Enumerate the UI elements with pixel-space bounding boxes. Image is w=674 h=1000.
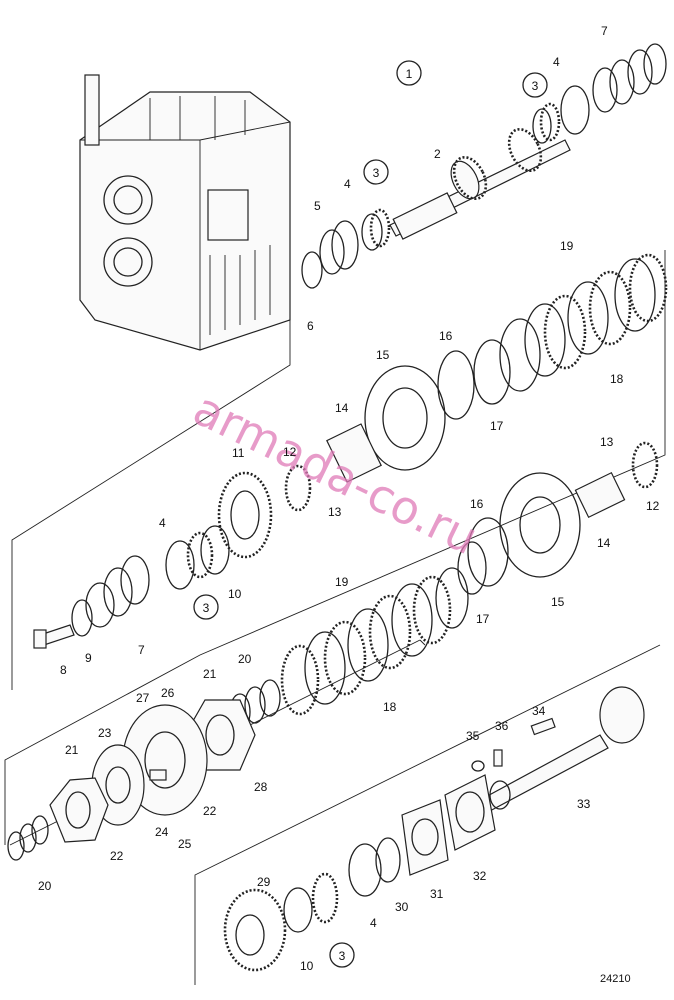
callout: 22 [110,849,124,863]
callout: 13 [600,435,614,449]
callout: 21 [203,667,217,681]
svg-text:3: 3 [373,166,380,180]
shaft-assembly-1 [301,43,667,289]
callout: 14 [597,536,611,550]
callout: 17 [476,612,490,626]
callout-circle-3: 3 [522,72,548,98]
callout-circle-1: 1 [396,60,422,86]
callout: 7 [601,24,608,38]
callout: 12 [283,445,297,459]
callout: 4 [370,916,377,930]
callout: 30 [395,900,409,914]
assembly-frames [4,130,666,985]
callout: 6 [307,319,314,333]
selector-assembly [7,679,281,861]
callout: 35 [466,729,480,743]
callout: 4 [159,516,166,530]
svg-text:3: 3 [203,601,210,615]
callout: 4 [553,55,560,69]
clutch-pack-upper [217,253,668,559]
callout: 22 [203,804,217,818]
callout: 11 [232,446,245,460]
callout: 19 [560,239,574,253]
callout: 36 [495,719,509,733]
callout: 19 [335,575,349,589]
figure-reference: 24210 [600,973,631,985]
callout: 18 [610,372,624,386]
callout: 13 [328,505,342,519]
callout: 20 [238,652,252,666]
circled-callouts: 1 3 3 3 3 [193,60,548,968]
callout: 31 [430,887,444,901]
callout: 25 [178,837,192,851]
callout: 9 [85,651,92,665]
svg-text:3: 3 [532,79,539,93]
callout-circle-3: 3 [329,942,355,968]
callout: 27 [136,691,150,705]
gearbox-housing [79,74,291,351]
callout: 28 [254,780,268,794]
callout: 33 [577,797,591,811]
callout: 24 [155,825,169,839]
callout: 17 [490,419,504,433]
callout: 8 [60,663,67,677]
callout: 7 [138,643,145,657]
callout: 23 [98,726,112,740]
clutch-pack-lower [280,567,469,716]
callout: 12 [646,499,660,513]
callout: 10 [228,587,242,601]
callout: 20 [38,879,52,893]
callout: 4 [344,177,351,191]
shaft-stack-left [33,525,230,649]
callout-numbers: 2 4 4 4 4 5 6 7 7 8 9 10 10 11 12 12 13 … [38,24,660,973]
callout-circle-3: 3 [363,159,389,185]
shaft-assembly-2 [457,441,659,595]
callout: 16 [439,329,453,343]
callout: 16 [470,497,484,511]
svg-text:1: 1 [406,67,413,81]
callout: 26 [161,686,175,700]
callout: 14 [335,401,349,415]
callout: 21 [65,743,79,757]
callout: 15 [551,595,565,609]
callout: 15 [376,348,390,362]
callout: 18 [383,700,397,714]
callout: 2 [434,147,441,161]
output-shaft-assembly [223,686,645,972]
callout: 34 [532,704,546,718]
svg-text:3: 3 [339,949,346,963]
callout: 32 [473,869,487,883]
callout: 10 [300,959,314,973]
callout: 29 [257,875,271,889]
callout: 5 [314,199,321,213]
callout-circle-3: 3 [193,594,219,620]
